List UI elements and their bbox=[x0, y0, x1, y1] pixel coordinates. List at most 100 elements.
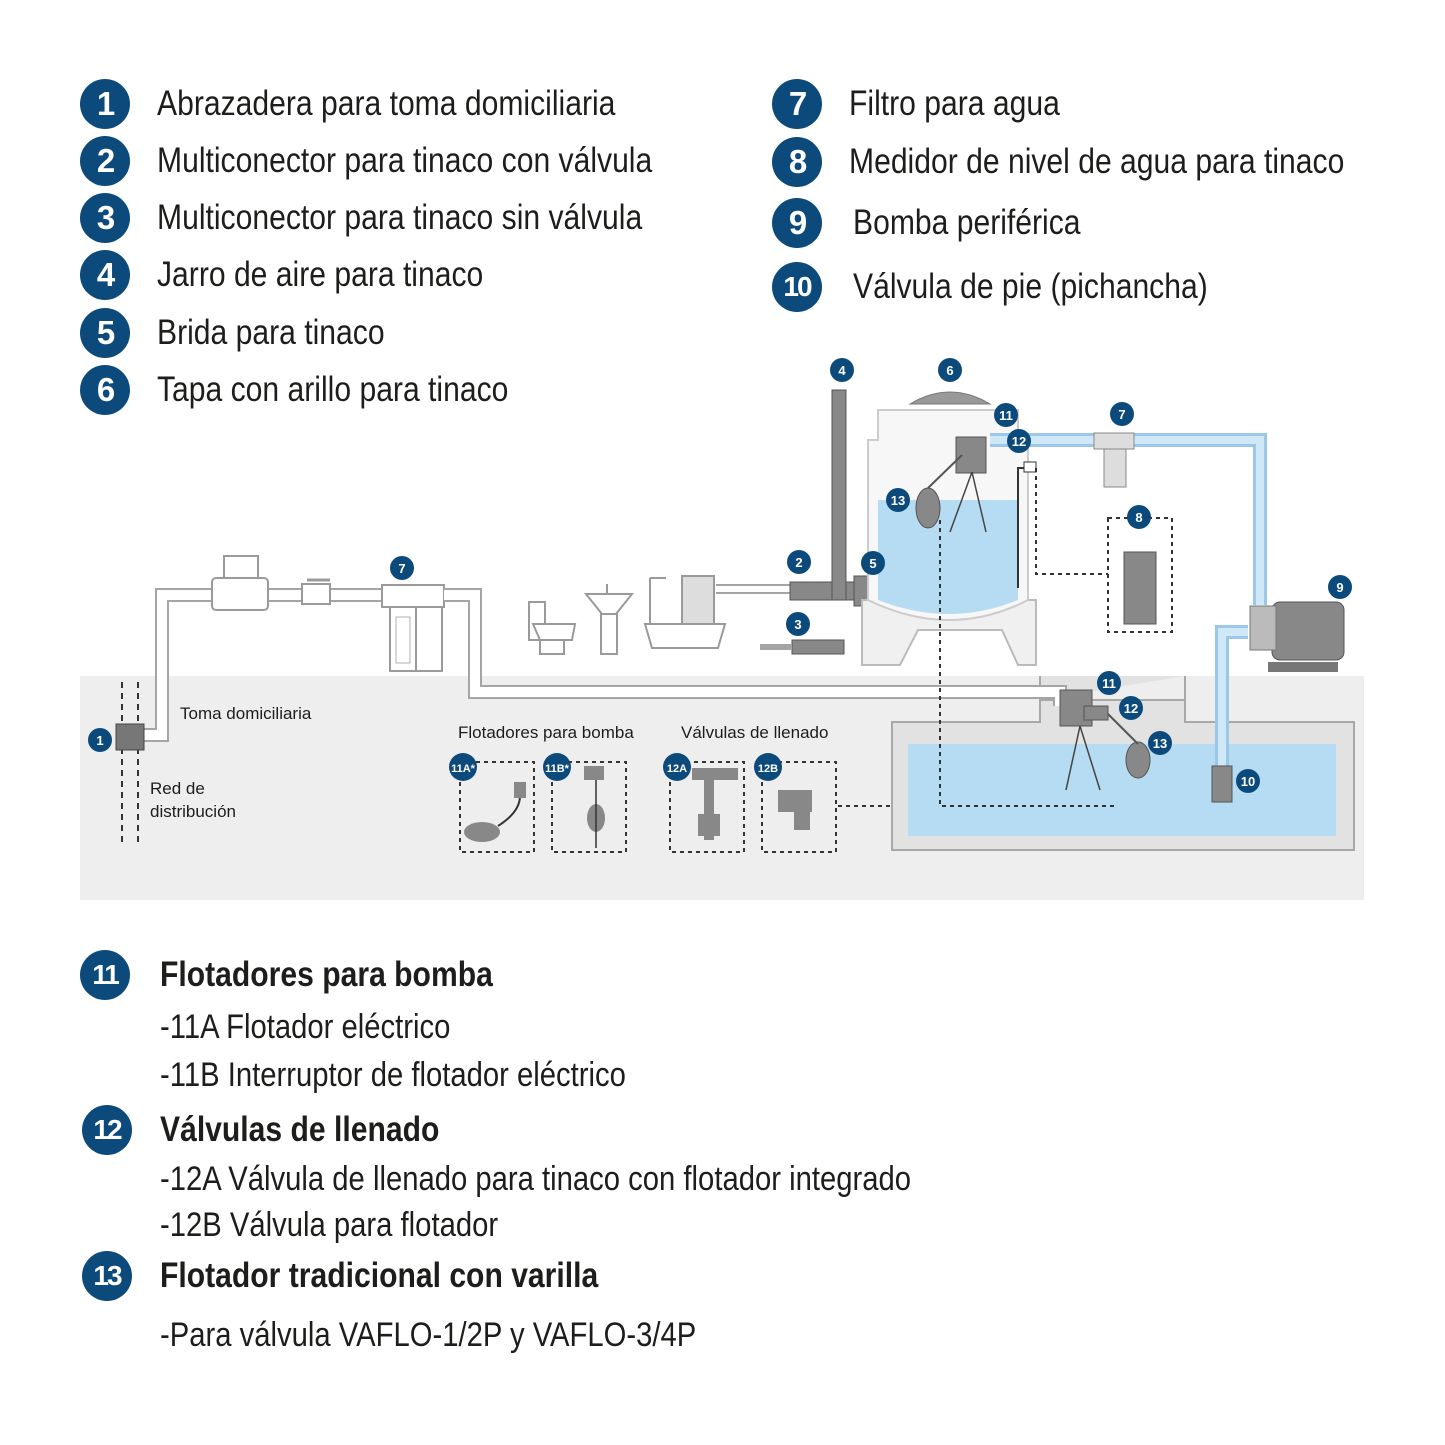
legend-subitem: -Para válvula VAFLO-1/2P y VAFLO-3/4P bbox=[160, 1316, 697, 1354]
callout-badge bbox=[994, 403, 1018, 427]
tank-lid bbox=[908, 391, 992, 405]
foot-valve bbox=[1211, 765, 1233, 803]
legend-item-4: 4 Jarro de aire para tinaco bbox=[80, 250, 536, 300]
callout-badge bbox=[1097, 671, 1121, 695]
callout-badge bbox=[886, 488, 910, 512]
callout-badge bbox=[787, 550, 811, 574]
product-box-12a bbox=[669, 761, 745, 853]
level-meter-display bbox=[1123, 551, 1157, 625]
callout-text: 9 bbox=[1336, 580, 1343, 595]
service-pipe-inner bbox=[142, 590, 385, 740]
legend-subitem: -12A Válvula de llenado para tinaco con … bbox=[160, 1160, 912, 1198]
discharge-filter-body bbox=[1103, 448, 1127, 488]
legend-label: Jarro de aire para tinaco bbox=[157, 255, 484, 294]
callout-text: 2 bbox=[795, 555, 802, 570]
air-vent-pipe bbox=[831, 389, 847, 601]
legend-item-3: 3 Multiconector para tinaco sin válvula bbox=[80, 193, 721, 243]
callout-badge bbox=[1236, 769, 1260, 793]
callout-badge bbox=[88, 728, 112, 752]
legend-label: Flotadores para bomba bbox=[160, 955, 493, 994]
number-badge: 3 bbox=[80, 193, 130, 243]
legend-label: Válvulas de llenado bbox=[160, 1110, 440, 1149]
stop-valve bbox=[301, 583, 331, 605]
legend-item-6: 6 Tapa con arillo para tinaco bbox=[80, 365, 566, 415]
legend-item-5: 5 Brida para tinaco bbox=[80, 308, 422, 358]
callout-text: 13 bbox=[1153, 736, 1167, 751]
legend-subitem: -11A Flotador eléctrico bbox=[160, 1008, 451, 1046]
legend-label: Brida para tinaco bbox=[157, 313, 385, 352]
callout-text: 8 bbox=[1135, 510, 1142, 525]
callout-badge bbox=[1007, 429, 1031, 453]
callout-text: 1 bbox=[96, 733, 103, 748]
number-badge: 6 bbox=[80, 365, 130, 415]
callout-text: 7 bbox=[398, 561, 405, 576]
filter-head bbox=[381, 584, 445, 608]
product-box-11a bbox=[459, 761, 535, 853]
legend-label: Filtro para agua bbox=[849, 84, 1060, 123]
legend-label: Tapa con arillo para tinaco bbox=[157, 370, 509, 409]
callout-text: 11B* bbox=[545, 763, 570, 775]
legend-label: Válvula de pie (pichancha) bbox=[853, 267, 1208, 306]
tank-float bbox=[915, 487, 941, 529]
callout-badge bbox=[663, 753, 691, 781]
callout-badge bbox=[543, 753, 571, 781]
legend-item-7: 7 Filtro para agua bbox=[772, 79, 1094, 129]
flotadores-label: Flotadores para bomba bbox=[458, 723, 634, 742]
red-label-1: Red de bbox=[150, 779, 205, 798]
callout-text: 7 bbox=[1118, 407, 1125, 422]
legend-item-1: 1 Abrazadera para toma domiciliaria bbox=[80, 79, 690, 129]
legend-subitem: -12B Válvula para flotador bbox=[160, 1206, 499, 1244]
number-badge: 5 bbox=[80, 308, 130, 358]
legend-item-12: 12 Válvulas de llenado bbox=[82, 1105, 485, 1155]
number-badge: 7 bbox=[772, 79, 822, 129]
number-badge: 4 bbox=[80, 250, 130, 300]
discharge-filter-head bbox=[1093, 432, 1135, 450]
callout-badge bbox=[754, 753, 782, 781]
callout-badge bbox=[830, 358, 854, 382]
callout-text: 12 bbox=[1012, 434, 1026, 449]
water-tank bbox=[861, 391, 1037, 666]
multiconnector-3 bbox=[791, 639, 845, 655]
cistern-water bbox=[908, 744, 1336, 836]
clamp bbox=[115, 723, 145, 751]
callout-badge bbox=[1127, 505, 1151, 529]
callout-text: 11A* bbox=[451, 763, 476, 775]
callout-badge bbox=[390, 556, 414, 580]
valvulas-label: Válvulas de llenado bbox=[681, 723, 828, 742]
number-badge: 13 bbox=[82, 1251, 132, 1301]
callout-badge bbox=[1119, 696, 1143, 720]
number-badge: 9 bbox=[772, 198, 822, 248]
product-box-11b bbox=[551, 761, 627, 853]
toma-label: Toma domiciliaria bbox=[180, 704, 312, 723]
callout-text: 10 bbox=[1241, 774, 1255, 789]
number-badge: 1 bbox=[80, 79, 130, 129]
callout-badge bbox=[1148, 731, 1172, 755]
callout-text: 12A bbox=[667, 763, 687, 775]
legend-item-13: 13 Flotador tradicional con varilla bbox=[82, 1251, 670, 1301]
cistern-float bbox=[1125, 741, 1151, 779]
number-badge: 8 bbox=[772, 137, 822, 187]
pump-body bbox=[1271, 601, 1345, 661]
legend-subitem: -11B Interruptor de flotador eléctrico bbox=[160, 1056, 626, 1094]
callout-text: 11 bbox=[999, 408, 1013, 423]
number-badge: 2 bbox=[80, 136, 130, 186]
callout-text: 12 bbox=[1124, 701, 1138, 716]
legend-label: Abrazadera para toma domiciliaria bbox=[157, 84, 616, 123]
callout-badge bbox=[861, 551, 885, 575]
legend-item-2: 2 Multiconector para tinaco con válvula bbox=[80, 136, 733, 186]
number-badge: 12 bbox=[82, 1105, 132, 1155]
callout-badge bbox=[786, 612, 810, 636]
callout-badge bbox=[449, 753, 477, 781]
legend-item-9: 9 Bomba periférica bbox=[772, 198, 1118, 248]
product-box-12b bbox=[761, 761, 837, 853]
callout-text: 6 bbox=[946, 363, 953, 378]
legend-label: Bomba periférica bbox=[853, 203, 1081, 242]
callout-text: 4 bbox=[838, 363, 846, 378]
red-label-2: distribución bbox=[150, 802, 236, 821]
bathtub-illustration bbox=[643, 575, 727, 649]
toilet-illustration bbox=[528, 601, 577, 655]
callout-text: 11 bbox=[1102, 676, 1116, 691]
legend-label: Medidor de nivel de agua para tinaco bbox=[849, 142, 1345, 181]
legend-item-11: 11 Flotadores para bomba bbox=[80, 950, 547, 1000]
